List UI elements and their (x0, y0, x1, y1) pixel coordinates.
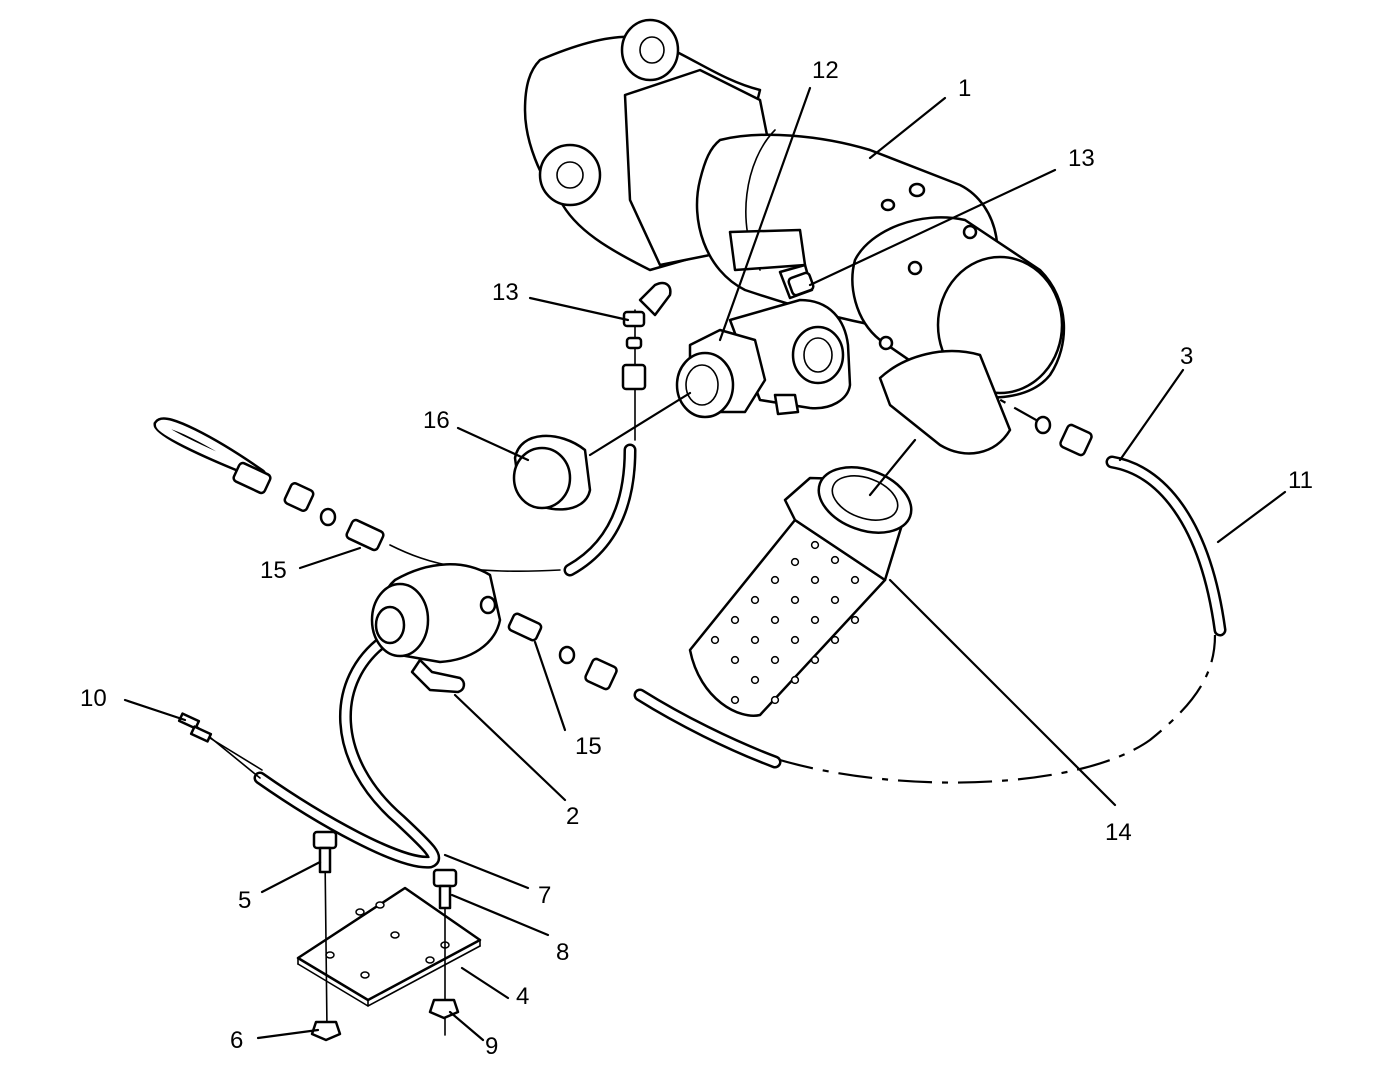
fitting-13-right (787, 271, 815, 297)
callout-1: 1 (958, 75, 971, 102)
callout-15-lower: 15 (575, 733, 602, 760)
valve-outlet (675, 351, 735, 419)
elbow-fitting-left (638, 281, 672, 317)
callout-10: 10 (80, 685, 107, 712)
cap-bolt-1 (962, 224, 978, 240)
callout-5: 5 (238, 887, 251, 914)
callout-9: 9 (485, 1033, 498, 1060)
hose-route-line (779, 634, 1217, 784)
strainer-thread-bore (831, 475, 899, 521)
breather-ferrule (319, 507, 337, 527)
bolt-8-shank (438, 884, 452, 910)
callout-13-right: 13 (1068, 145, 1095, 172)
strainer (688, 466, 913, 717)
mount-hole-bottom (556, 161, 584, 189)
solenoid-valve (370, 563, 502, 694)
strainer-perforations (710, 540, 860, 705)
cap-bolt-2 (907, 260, 923, 276)
breather-nut (283, 482, 315, 512)
callouts: 1 2 3 4 5 6 7 8 9 10 11 12 13 13 14 15 1… (80, 57, 1313, 1060)
ferrule-right (1034, 415, 1052, 435)
motor-bolt-top (880, 198, 896, 212)
connector-15-upper (345, 518, 385, 552)
filter-face (512, 446, 572, 510)
callout-4: 4 (516, 983, 529, 1010)
wire-lead-2 (204, 734, 263, 771)
callout-13-left: 13 (492, 279, 519, 306)
hoses (153, 417, 1227, 869)
solenoid-cap (374, 605, 406, 645)
motor-assembly (523, 18, 1066, 455)
bolt-8-head (432, 868, 458, 888)
outlet-elbow (878, 349, 1012, 455)
cap-bolt-3 (878, 335, 894, 351)
connector-15-lower (507, 612, 543, 642)
solenoid-port (479, 595, 497, 615)
valve-top-port (728, 228, 807, 272)
valve-sight-port (791, 325, 845, 385)
callout-16: 16 (423, 407, 450, 434)
fittings (232, 271, 1093, 691)
mount-lug-bottom (538, 143, 602, 207)
bolt-5-head (312, 830, 338, 850)
strainer-thread-end (817, 466, 913, 534)
callout-3: 3 (1180, 343, 1193, 370)
strainer-screen (688, 518, 887, 717)
wire-terminal-2 (189, 725, 213, 743)
wire-terminal-1 (177, 712, 201, 730)
callout-14: 14 (1105, 819, 1132, 846)
nut-right (1059, 423, 1093, 457)
mount-lug-top (620, 18, 680, 82)
ferrule-left (625, 336, 643, 350)
valve-sight-glass (803, 337, 833, 373)
callout-15-upper: 15 (260, 557, 287, 584)
fasteners (310, 830, 460, 1042)
mounting-plate (296, 886, 482, 1007)
lower-nut (584, 657, 618, 691)
bolt-5-shank (318, 846, 332, 874)
callout-11: 11 (1288, 467, 1313, 494)
mount-hole-top (639, 36, 665, 64)
nut-6 (310, 1020, 342, 1042)
callout-7: 7 (538, 882, 551, 909)
valve-bottom-plug (773, 393, 800, 416)
breather-hose-end (232, 461, 272, 495)
callout-8: 8 (556, 939, 569, 966)
lower-ferrule (558, 645, 576, 665)
callout-2: 2 (566, 803, 579, 830)
callout-6: 6 (230, 1027, 243, 1054)
nut-left (621, 363, 647, 391)
motor-bolt-side (908, 182, 926, 198)
callout-12: 12 (812, 57, 839, 84)
solenoid-bracket (410, 658, 466, 694)
filter-element (512, 434, 592, 511)
leader-lines (123, 86, 1287, 1042)
valve-outlet-bore (685, 364, 719, 406)
